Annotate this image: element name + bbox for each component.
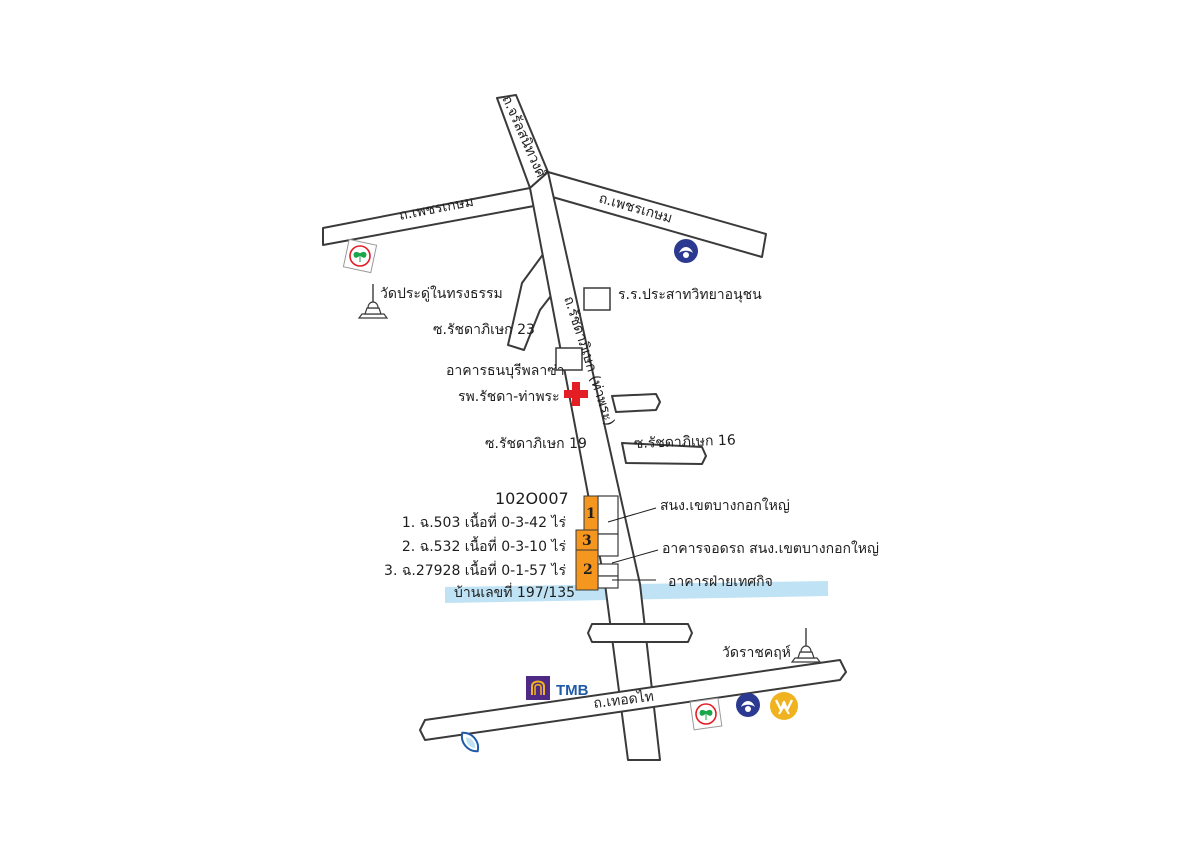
- road-therdthai: [419, 659, 847, 741]
- label-thonburi-plaza: อาคารธนบุรีพลาซ่า: [446, 363, 565, 379]
- property-deed-1: 1. ฉ.503 เนื้อที่ 0-3-42 ไร่: [402, 512, 567, 531]
- bangkok-bank-icon: [736, 693, 760, 717]
- plot-1-label: 1: [586, 506, 596, 522]
- building-festival: [597, 563, 619, 577]
- building-district-office: [597, 495, 619, 535]
- leader-district-office: [607, 507, 657, 523]
- road-soi-16: [621, 442, 707, 465]
- label-soi-19: ซ.รัชดาภิเษก 19: [485, 436, 587, 452]
- scb-icon: [526, 676, 550, 700]
- bangkok-bank-icon: [674, 239, 698, 263]
- building-parking: [597, 533, 619, 557]
- label-festival-building: อาคารฝ่ายเทศกิจ: [668, 574, 773, 590]
- school-building: [583, 287, 611, 311]
- plot-2-label: 2: [583, 562, 593, 578]
- property-house-no: บ้านเลขที่ 197/135: [454, 583, 575, 601]
- label-school: ร.ร.ประสาทวิทยาอนุชน: [618, 287, 762, 303]
- property-code: 102O007: [495, 489, 569, 508]
- label-soi-23: ซ.รัชดาภิเษก 23: [433, 322, 535, 338]
- pagoda-icon: [357, 284, 389, 319]
- property-deed-2: 2. ฉ.532 เนื้อที่ 0-3-10 ไร่: [402, 536, 567, 555]
- krungsri-icon: [770, 692, 798, 720]
- property-deed-3: 3. ฉ.27928 เนื้อที่ 0-1-57 ไร่: [384, 560, 566, 579]
- hospital-cross-icon: [564, 382, 588, 406]
- thonburi-plaza-building: [555, 347, 583, 371]
- leader-parking: [611, 549, 659, 564]
- kbank-icon: [689, 697, 723, 731]
- road-soi-south: [587, 623, 693, 643]
- label-soi-16: ซ.รัชดาภิเษก 16: [634, 432, 736, 452]
- road-network: [322, 94, 847, 761]
- road-ratchadaphisek: [529, 171, 661, 761]
- label-parking: อาคารจอดรถ สนง.เขตบางกอกใหญ่: [662, 540, 879, 557]
- label-hospital: รพ.รัชดา-ท่าพระ: [458, 389, 560, 405]
- label-district-office: สนง.เขตบางกอกใหญ่: [660, 497, 790, 514]
- kbank-icon: [342, 238, 378, 274]
- road-soi-right-top: [611, 393, 661, 413]
- pagoda-icon: [790, 628, 822, 663]
- property-plots: 1 3 2: [575, 495, 619, 591]
- tmb-logo: TMB: [556, 682, 589, 699]
- plot-2: [575, 549, 599, 591]
- label-wat-pradu: วัดประดู่ในทรงธรรม: [380, 285, 503, 302]
- plot-3-label: 3: [582, 533, 592, 549]
- label-wat-ratchakrue: วัดราชคฤห์: [722, 644, 791, 661]
- krungthai-icon: [460, 731, 480, 753]
- building-festival-b: [597, 575, 619, 589]
